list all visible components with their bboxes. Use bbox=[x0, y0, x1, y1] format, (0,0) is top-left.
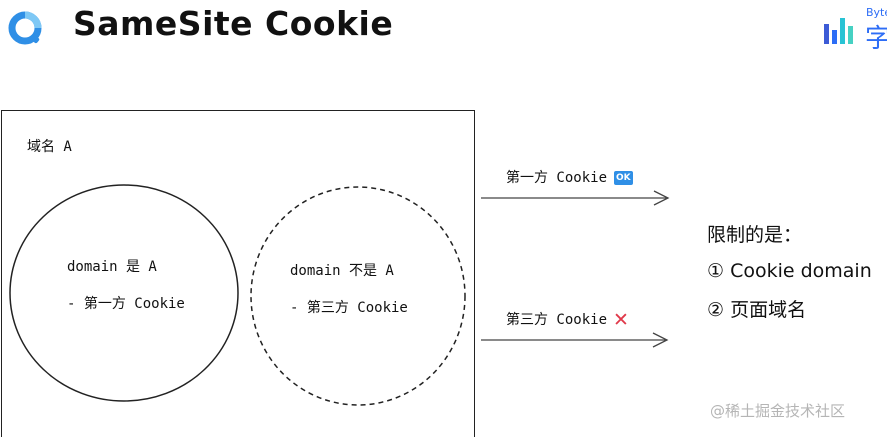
domain-label: 域名 A bbox=[27, 139, 72, 155]
logo-icon bbox=[8, 11, 42, 45]
page-title: SameSite Cookie bbox=[73, 4, 394, 43]
brand-text-big: 字 bbox=[865, 24, 887, 50]
third-party-arrow bbox=[481, 332, 669, 348]
brand-text-small: Byte bbox=[866, 6, 887, 19]
restriction-item-page-domain: ② 页面域名 bbox=[707, 299, 807, 321]
bytedance-icon bbox=[824, 18, 853, 44]
third-party-arrow-label: 第三方 Cookie ✕ bbox=[506, 309, 629, 331]
first-party-cookie-text: - 第一方 Cookie bbox=[67, 296, 185, 312]
ok-icon: OK bbox=[614, 171, 633, 185]
third-party-arrow-text: 第三方 Cookie bbox=[506, 312, 608, 328]
brand-logo: Byte 字 bbox=[822, 6, 887, 50]
first-party-domain-text: domain 是 A bbox=[67, 259, 157, 275]
first-party-circle bbox=[9, 184, 239, 402]
first-party-arrow bbox=[481, 190, 670, 206]
third-party-cookie-text: - 第三方 Cookie bbox=[290, 300, 408, 316]
cross-icon: ✕ bbox=[613, 309, 629, 331]
first-party-arrow-label: 第一方 Cookie OK bbox=[506, 167, 633, 187]
first-party-arrow-text: 第一方 Cookie bbox=[506, 170, 608, 186]
restriction-heading: 限制的是： bbox=[707, 224, 803, 246]
domain-box bbox=[1, 110, 475, 437]
third-party-circle bbox=[250, 186, 466, 406]
watermark: @稀土掘金技术社区 bbox=[710, 402, 846, 420]
restriction-item-cookie-domain: ① Cookie domain bbox=[707, 260, 872, 282]
third-party-domain-text: domain 不是 A bbox=[290, 263, 394, 279]
